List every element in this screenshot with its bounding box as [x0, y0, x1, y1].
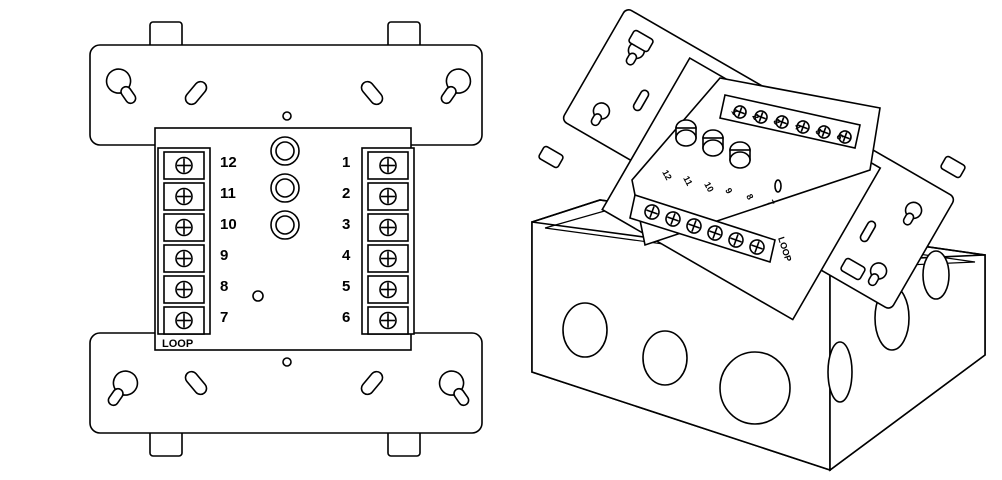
iso-top-terminal-label: 4	[792, 122, 803, 131]
front-led-indicators	[270, 136, 300, 240]
iso-bottom-screws	[644, 204, 765, 255]
front-top-left-tab	[149, 21, 183, 49]
terminal-screw-icon	[379, 156, 397, 175]
front-loop-label: LOOP	[162, 338, 193, 350]
front-right-terminal-labels: 1 2 3 4 5 6	[342, 154, 351, 326]
front-right-screws	[367, 151, 409, 335]
front-left-screws	[163, 151, 205, 335]
terminal-screw-icon	[175, 218, 193, 237]
front-left-terminal-label: 10	[220, 216, 237, 233]
iso-bottom-terminal-label: 9	[723, 186, 734, 195]
front-left-terminal-label: 11	[220, 185, 236, 202]
front-left-terminal-label: 7	[220, 309, 228, 326]
terminal-screw-icon	[754, 110, 768, 124]
terminal-screw-icon	[733, 105, 747, 119]
terminal-screw-icon	[175, 249, 193, 268]
terminal-screw-icon	[817, 125, 831, 139]
iso-top-screws	[733, 105, 852, 144]
terminal-screw-icon	[665, 211, 681, 227]
iso-bottom-terminal-label: 8	[744, 192, 755, 201]
terminal-screw-icon	[379, 249, 397, 268]
front-left-terminal-label: 9	[220, 247, 228, 264]
iso-bottom-terminal-labels: 12 11 10 9 8 7 LOOP	[660, 168, 793, 263]
terminal-screw-icon	[644, 204, 660, 220]
iso-led-indicators	[675, 119, 782, 193]
iso-top-tab	[628, 29, 654, 53]
front-bottom-left-tab	[149, 429, 183, 457]
front-right-terminal-label: 2	[342, 185, 350, 202]
terminal-screw-icon	[686, 218, 702, 234]
terminal-screw-icon	[379, 187, 397, 206]
terminal-screw-icon	[838, 130, 852, 144]
terminal-screw-icon	[175, 280, 193, 299]
front-right-terminal-label: 1	[342, 154, 350, 171]
iso-view: 1 2 3 4 5 6 12 11 10 9 8 7 LOOP	[531, 9, 986, 472]
terminal-screw-icon	[175, 187, 193, 206]
front-view: 12 11 10 9 8 7 1 2 3 4 5 6 LOOP	[89, 21, 483, 457]
terminal-screw-icon	[379, 218, 397, 237]
iso-bottom-terminal-label: 10	[702, 180, 716, 194]
front-right-terminal-label: 4	[342, 247, 351, 264]
iso-right-tab	[940, 155, 966, 179]
iso-module-top	[629, 77, 881, 264]
terminal-cell	[163, 213, 205, 242]
iso-bottom-terminal-label: 12	[660, 168, 674, 182]
iso-top-terminal-label: 2	[750, 112, 761, 121]
terminal-screw-icon	[796, 120, 810, 134]
terminal-cell	[367, 306, 409, 335]
front-top-right-tab	[387, 21, 421, 49]
iso-bottom-tab	[840, 257, 866, 281]
terminal-cell	[163, 244, 205, 273]
iso-left-tab	[538, 145, 564, 169]
front-right-terminal-label: 5	[342, 278, 350, 295]
iso-top-terminal-label: 3	[771, 117, 782, 126]
front-left-terminal-label: 12	[220, 154, 237, 171]
iso-top-terminal-label: 6	[834, 132, 845, 141]
terminal-screw-icon	[175, 311, 193, 330]
front-right-terminal-label: 6	[342, 309, 350, 326]
terminal-screw-icon	[775, 115, 789, 129]
front-left-terminal-label: 8	[220, 278, 228, 295]
terminal-screw-icon	[707, 225, 723, 241]
iso-top-terminal-label: 1	[729, 107, 740, 116]
terminal-screw-icon	[379, 311, 397, 330]
terminal-screw-icon	[728, 232, 744, 248]
terminal-screw-icon	[175, 156, 193, 175]
front-bottom-right-tab	[387, 429, 421, 457]
iso-bottom-terminal-label: 11	[681, 174, 694, 187]
iso-top-terminal-label: 5	[813, 127, 824, 136]
front-left-terminal-labels: 12 11 10 9 8 7	[220, 154, 237, 326]
iso-top-terminal-labels: 1 2 3 4 5 6	[729, 107, 845, 141]
front-keyhole-slots	[105, 68, 472, 407]
iso-bottom-terminal-label: 7	[765, 198, 776, 207]
front-right-terminal-label: 3	[342, 216, 350, 233]
terminal-screw-icon	[749, 239, 765, 255]
terminal-screw-icon	[379, 280, 397, 299]
